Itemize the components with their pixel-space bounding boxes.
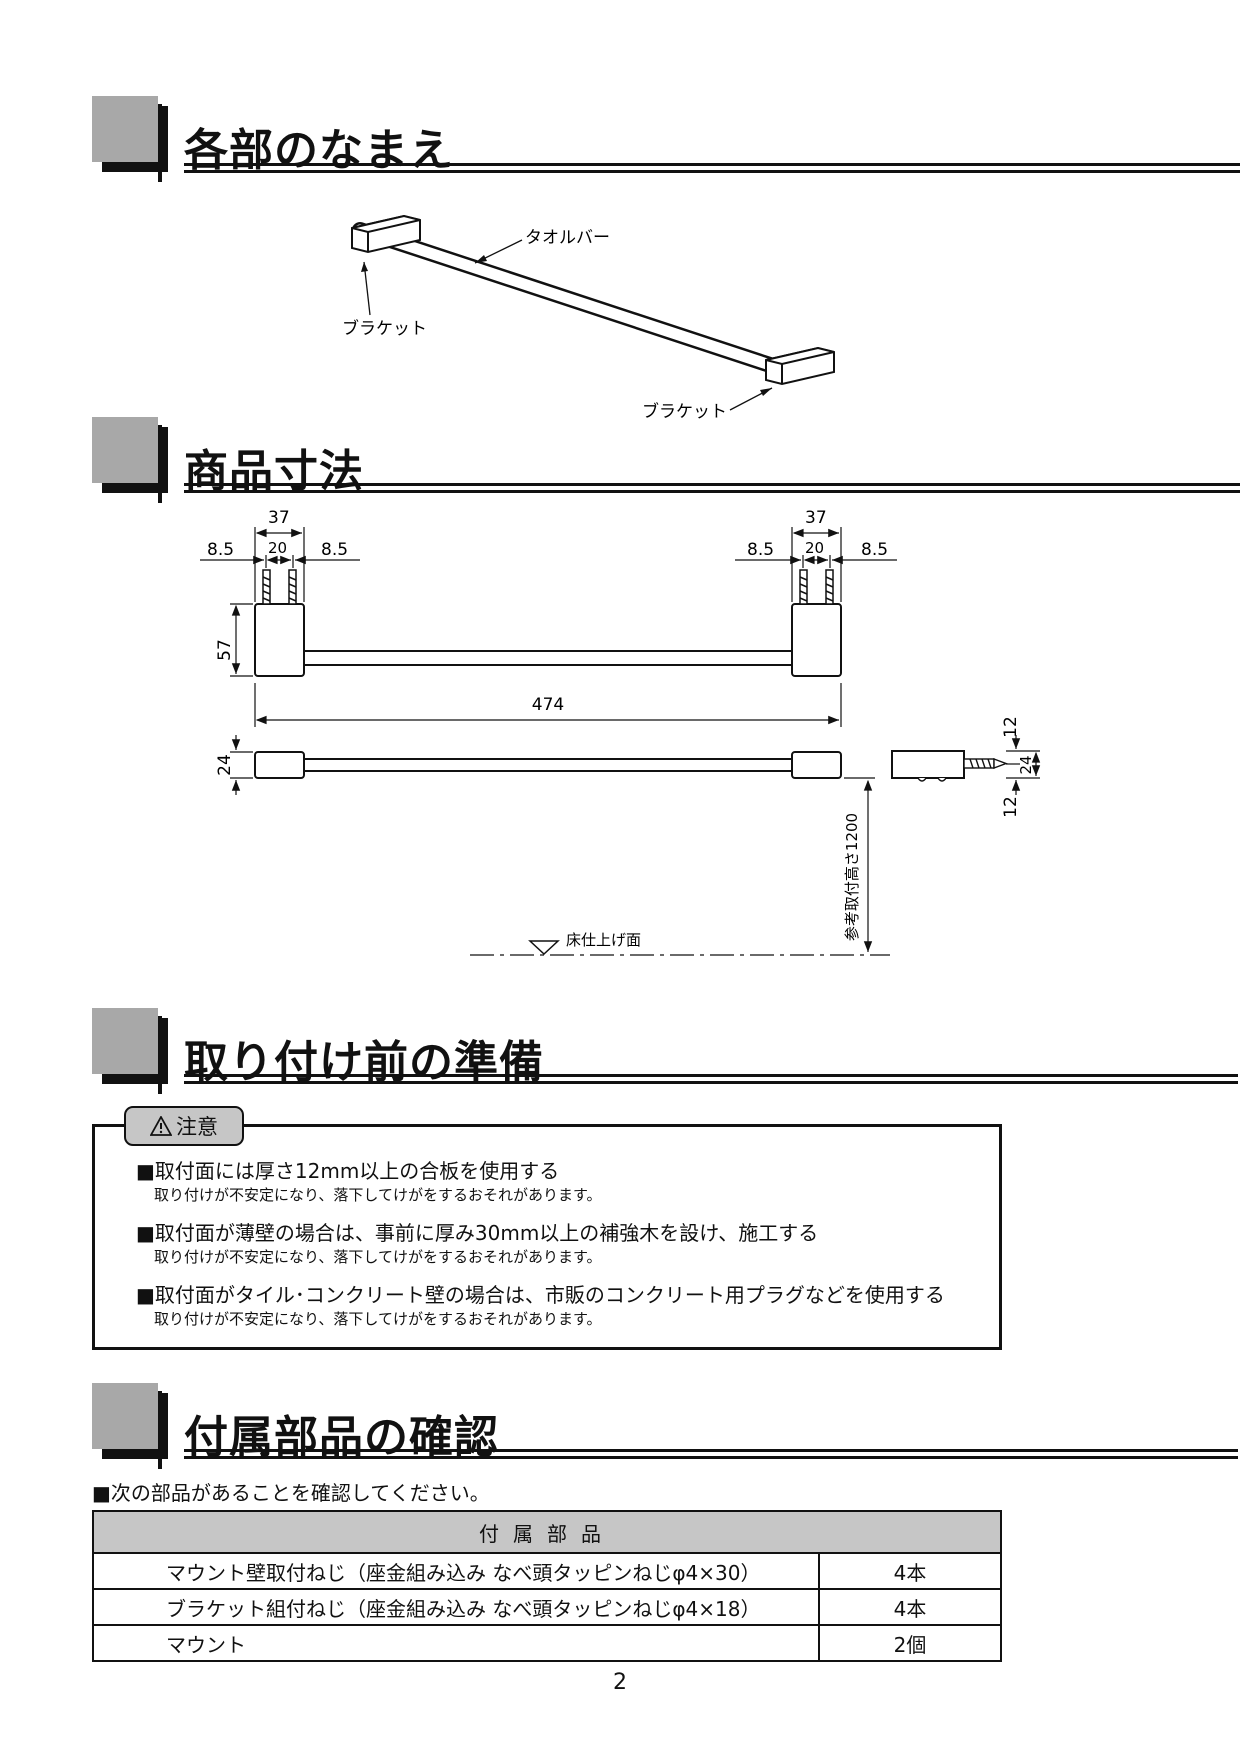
bracket-front-right (791, 603, 842, 677)
section-marker (92, 1383, 158, 1449)
screws-left (262, 569, 297, 605)
section-marker-bar (158, 1391, 162, 1469)
label-bracket-right: ブラケット (642, 401, 727, 422)
section-rule (184, 163, 1240, 166)
part-name: マウント (92, 1624, 820, 1662)
warning-icon (150, 1116, 172, 1136)
caution-list: ■取付面には厚さ12mm以上の合板を使用する 取り付けが不安定になり、落下してけ… (136, 1158, 996, 1344)
section-title: 商品寸法 (184, 446, 364, 497)
caution-item-sub: 取り付けが不安定になり、落下してけがをするおそれがあります。 (154, 1248, 602, 1266)
label-bracket-left: ブラケット (342, 318, 427, 339)
dim-inner-right: 20 (805, 539, 824, 557)
section-title: 各部のなまえ (184, 125, 454, 176)
section-rule (184, 490, 1240, 493)
section-rule (184, 170, 1240, 173)
table-header-row: 付属部品 (92, 1510, 1002, 1554)
table-row: マウント 2個 (92, 1624, 1002, 1662)
page-number: 2 (613, 1670, 627, 1695)
caution-item-title: ■取付面が薄壁の場合は、事前に厚み30mm以上の補強木を設け、施工する (136, 1221, 819, 1245)
part-qty: 2個 (818, 1624, 1002, 1662)
dim-width-left: 37 (268, 508, 290, 528)
dimension-drawing: 37 20 8.5 8.5 37 20 8.5 8.5 57 474 24 12… (200, 508, 1041, 956)
section-rule (184, 483, 1240, 486)
label-towel-bar: タオルバー (525, 228, 610, 248)
part-qty: 4本 (818, 1552, 1002, 1590)
section-marker (92, 1008, 158, 1074)
dim-side-bottom: 12 (1001, 796, 1021, 818)
section-title: 取り付け前の準備 (184, 1037, 544, 1088)
dim-height: 57 (215, 639, 235, 661)
part-name: ブラケット組付ねじ（座金組み込み なべ頭タッピンねじφ4×18） (92, 1588, 820, 1626)
caution-item: ■取付面には厚さ12mm以上の合板を使用する 取り付けが不安定になり、落下してけ… (136, 1158, 996, 1206)
dim-inner-left: 20 (268, 539, 287, 557)
part-qty: 4本 (818, 1588, 1002, 1626)
dim-side-depth: 24 (1017, 755, 1035, 774)
screws-right (799, 569, 834, 605)
caution-label: 注意 (176, 1115, 218, 1139)
caution-item: ■取付面がタイル･コンクリート壁の場合は、市販のコンクリート用プラグなどを使用す… (136, 1282, 996, 1330)
part-name: マウント壁取付ねじ（座金組み込み なべ頭タッピンねじφ4×30） (92, 1552, 820, 1590)
floor-label: 床仕上げ面 (566, 931, 641, 949)
parts-name-diagram: タオルバー ブラケット ブラケット (342, 214, 835, 422)
bracket-side (891, 750, 965, 779)
caution-tag: 注意 (124, 1106, 244, 1146)
bracket-front-left (254, 603, 305, 677)
parts-check-note: ■次の部品があることを確認してください。 (92, 1481, 490, 1505)
dim-depth: 24 (215, 754, 235, 776)
dim-side-left-b: 8.5 (321, 540, 348, 560)
caution-box (92, 1124, 1002, 1350)
section-rule (184, 1074, 1238, 1077)
caution-item-sub: 取り付けが不安定になり、落下してけがをするおそれがあります。 (154, 1310, 602, 1328)
parts-table: 付属部品 マウント壁取付ねじ（座金組み込み なべ頭タッピンねじφ4×30） 4本… (92, 1510, 1002, 1662)
dim-width-right: 37 (805, 508, 827, 528)
table-row: マウント壁取付ねじ（座金組み込み なべ頭タッピンねじφ4×30） 4本 (92, 1552, 1002, 1590)
section-rule (184, 1456, 1238, 1459)
section-rule (184, 1081, 1238, 1084)
caution-item-title: ■取付面には厚さ12mm以上の合板を使用する (136, 1159, 560, 1183)
bracket-left-shape (351, 214, 421, 254)
section-marker-bar (158, 104, 162, 182)
bar-front (303, 650, 793, 666)
section-marker-bar (158, 1016, 162, 1094)
screw-side (963, 757, 1008, 770)
section-rule (184, 1449, 1238, 1452)
dim-side-right-a: 8.5 (747, 540, 774, 560)
dim-side-left-a: 8.5 (207, 540, 234, 560)
section-title: 付属部品の確認 (184, 1412, 499, 1463)
caution-item: ■取付面が薄壁の場合は、事前に厚み30mm以上の補強木を設け、施工する 取り付け… (136, 1220, 996, 1268)
section-marker (92, 96, 158, 162)
section-marker-bar (158, 425, 162, 503)
dim-side-right-b: 8.5 (861, 540, 888, 560)
bracket-top-right (791, 751, 842, 779)
floor-marker-icon (528, 940, 560, 956)
caution-item-title: ■取付面がタイル･コンクリート壁の場合は、市販のコンクリート用プラグなどを使用す… (136, 1283, 945, 1307)
towel-bar-fill (354, 224, 776, 371)
table-header: 付属部品 (92, 1510, 1002, 1554)
caution-item-sub: 取り付けが不安定になり、落下してけがをするおそれがあります。 (154, 1186, 602, 1204)
dim-length: 474 (532, 695, 564, 715)
bracket-top-left (254, 751, 305, 779)
dim-side-top: 12 (1001, 716, 1021, 738)
install-height-label: 参考取付高さ1200 (843, 813, 861, 941)
section-marker (92, 417, 158, 483)
bracket-right-shape (765, 346, 835, 386)
bar-top (303, 758, 793, 772)
table-row: ブラケット組付ねじ（座金組み込み なべ頭タッピンねじφ4×18） 4本 (92, 1588, 1002, 1626)
